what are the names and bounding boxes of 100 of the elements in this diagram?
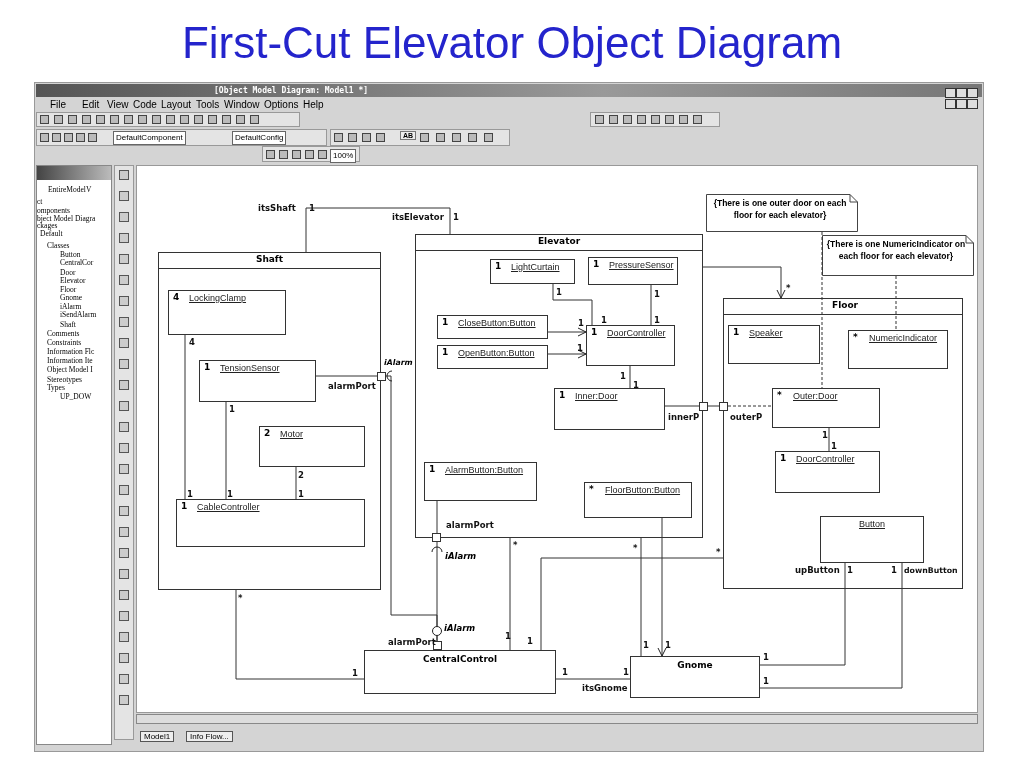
class-name: Floor: [832, 300, 859, 310]
multiplicity: 4: [189, 337, 195, 347]
port-square: [377, 372, 386, 381]
slide-title: First-Cut Elevator Object Diagram: [180, 18, 844, 68]
object-name: FloorButton:Button: [605, 485, 681, 495]
object-name: LightCurtain: [511, 262, 560, 272]
multiplicity: 1: [654, 289, 660, 299]
connector: [295, 466, 297, 500]
menu-item: Options: [264, 99, 299, 110]
class-name: CentralControl: [421, 654, 499, 664]
multiplicity: 1: [298, 489, 304, 499]
menu-item: Edit: [82, 99, 100, 110]
object-name: PressureSensor: [609, 260, 674, 270]
interface-name: iAlarm: [444, 623, 476, 633]
object-box: [820, 516, 924, 563]
multiplicity: 1: [633, 380, 639, 390]
object-name: TensionSensor: [220, 363, 280, 373]
multiplicity: 1: [847, 565, 853, 575]
object-box: [584, 482, 692, 518]
object-box: [437, 315, 548, 339]
object-name: CableController: [197, 502, 260, 512]
class-box: [364, 650, 556, 694]
object-name: LockingClamp: [189, 293, 247, 303]
role-name: itsShaft: [258, 203, 296, 213]
connector: [664, 405, 700, 407]
multiplicity: 2: [264, 428, 271, 438]
menu-item: File: [50, 99, 67, 110]
connector: [640, 537, 642, 657]
multiplicity: 1: [822, 430, 828, 440]
connector: [727, 405, 773, 407]
object-name: OpenButton:Button: [458, 348, 535, 358]
container-box: [158, 252, 381, 590]
multiplicity: 1: [763, 676, 769, 686]
multiplicity: 1: [654, 315, 660, 325]
connector: [540, 557, 724, 651]
multiplicity: 1: [453, 212, 459, 222]
port-square: [432, 533, 441, 542]
object-box: [424, 462, 537, 501]
multiplicity: 1: [442, 347, 449, 357]
menu-item: Tools: [196, 99, 220, 110]
container-box: [415, 234, 703, 538]
menu-item: Help: [303, 99, 324, 110]
port-square: [699, 402, 708, 411]
multiplicity: 1: [643, 640, 649, 650]
window-title: [Object Model Diagram: Model1 *]: [214, 86, 369, 95]
multiplicity: 1: [578, 318, 584, 328]
multiplicity: 1: [620, 371, 626, 381]
connector: [436, 500, 438, 534]
multiplicity: 1: [556, 287, 562, 297]
note-text: {There is one NumericIndicator on each floor for each elevator}: [826, 238, 966, 262]
port-name: alarmPort: [388, 637, 436, 647]
multiplicity: *: [513, 540, 518, 550]
multiplicity: 1: [623, 667, 629, 677]
multiplicity: 1: [831, 441, 837, 451]
object-name: AlarmButton:Button: [445, 465, 524, 475]
object-box: [199, 360, 316, 402]
multiplicity: *: [716, 547, 721, 557]
object-name: Inner:Door: [575, 391, 618, 401]
multiplicity: 1: [505, 631, 511, 641]
object-box: [588, 257, 678, 285]
object-box: [772, 388, 880, 428]
multiplicity: 4: [173, 292, 180, 302]
connector: [828, 427, 830, 452]
connector: [305, 207, 451, 253]
connector: [552, 283, 593, 326]
dropdown: 100%: [330, 149, 357, 163]
multiplicity: *: [777, 390, 782, 400]
object-name: Motor: [280, 429, 303, 439]
object-name: Outer:Door: [793, 391, 838, 401]
menu-item: Window: [224, 99, 260, 110]
note-text: {There is one outer door on each floor for each elevator}: [712, 197, 848, 221]
port-name: outerP: [730, 412, 763, 422]
multiplicity: 1: [352, 668, 358, 678]
object-name: Speaker: [749, 328, 783, 338]
multiplicity: *: [238, 593, 243, 603]
port-name: alarmPort: [328, 381, 376, 391]
class-name: Elevator: [537, 236, 581, 246]
multiplicity: 1: [204, 362, 211, 372]
object-box: [775, 451, 880, 493]
multiplicity: 1: [562, 667, 568, 677]
multiplicity: 1: [763, 652, 769, 662]
multiplicity: 1: [229, 404, 235, 414]
connector: [509, 537, 511, 651]
multiplicity: 1: [591, 327, 598, 337]
connector: [759, 562, 846, 666]
multiplicity: 1: [495, 261, 502, 271]
dropdown: DefaultComponent: [113, 131, 186, 145]
connector: [555, 678, 631, 680]
menu-item: Code: [133, 99, 157, 110]
role-name: upButton: [795, 565, 840, 575]
multiplicity: 1: [187, 489, 193, 499]
connector: [629, 365, 631, 389]
dropdown: DefaultConfig: [232, 131, 287, 145]
connector: [184, 334, 186, 500]
tab: Model1: [140, 731, 175, 742]
multiplicity: 1: [227, 489, 233, 499]
object-box: [437, 345, 548, 369]
connector: [436, 541, 438, 642]
port-name: alarmPort: [446, 520, 494, 530]
connector: [702, 266, 786, 299]
